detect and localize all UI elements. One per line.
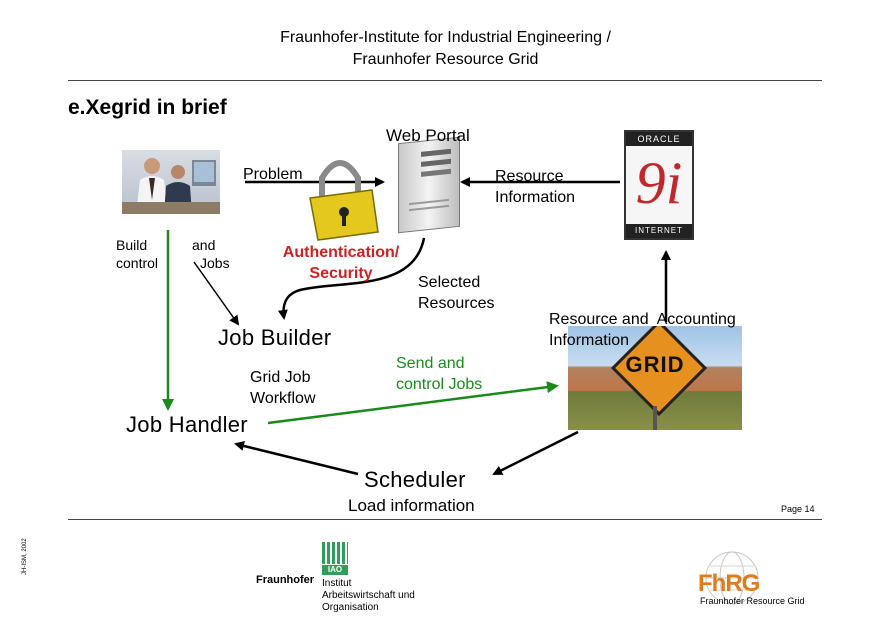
arrow-scheduler-to-handler [234, 441, 359, 476]
header-line-1: Fraunhofer-Institute for Industrial Engi… [280, 29, 611, 46]
iao-grid-icon [322, 542, 348, 564]
users-photo [122, 150, 220, 214]
arrow-portal-to-builder [277, 237, 426, 320]
globe-icon [705, 551, 759, 605]
fhrg-caption: Fraunhofer Resource Grid [700, 596, 805, 606]
oracle-brand: ORACLE [626, 132, 692, 146]
header-divider [68, 80, 822, 81]
grid-sign-text: GRID [625, 352, 685, 377]
arrow-send-jobs [267, 381, 559, 425]
job-handler-label: Job Handler [126, 412, 248, 437]
fraunhofer-wordmark: Fraunhofer [256, 574, 315, 586]
grid-sign-photo: GRID [568, 326, 742, 430]
oracle-9i-logo: ORACLE 9i INTERNET [624, 130, 694, 240]
web-portal-server-icon [398, 136, 460, 234]
slide-title: e.Xegrid in brief [68, 96, 227, 119]
scheduler-label: Scheduler [364, 467, 466, 492]
fhrg-wordmark: FhRG [698, 570, 760, 597]
arrow-jobs-to-builder [193, 261, 240, 326]
problem-label: Problem [243, 166, 303, 183]
load-information-label: Load information [348, 496, 475, 515]
header-line-2: Fraunhofer Resource Grid [352, 51, 539, 68]
fhrg-logo: FhRG Fraunhofer Resource Grid [696, 548, 822, 612]
page-number: Page 14 [781, 504, 815, 514]
oracle-version: 9i [635, 150, 683, 216]
iao-badge: IAO [322, 565, 348, 575]
footer-divider [68, 519, 822, 520]
side-note: JH-ISM, 2002 [22, 538, 28, 575]
job-builder-label: Job Builder [218, 325, 332, 350]
web-portal-label: Web Portal [386, 126, 470, 145]
arrow-grid-to-scheduler [492, 430, 579, 476]
oracle-internet: INTERNET [626, 224, 692, 238]
authentication-security-label: Authentication/Security [282, 244, 400, 282]
